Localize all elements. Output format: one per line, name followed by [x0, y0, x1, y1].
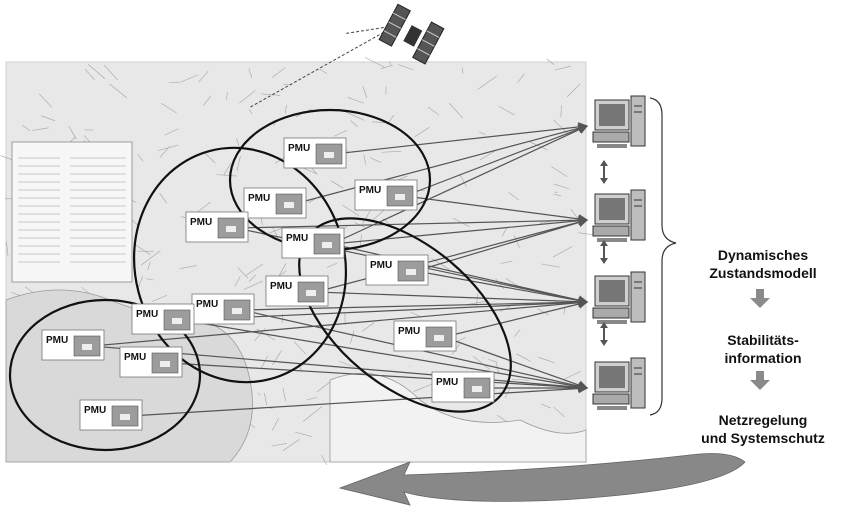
- computer-cluster: [592, 95, 646, 410]
- pmu-box: PMU: [393, 320, 457, 352]
- map-legend: [11, 141, 133, 283]
- computer-icon: [592, 95, 646, 148]
- pmu-label: PMU: [248, 193, 270, 204]
- pmu-box: PMU: [431, 371, 495, 403]
- pmu-label: PMU: [370, 260, 392, 271]
- pmu-label: PMU: [359, 185, 381, 196]
- computer-icon: [592, 189, 646, 242]
- pmu-label: PMU: [288, 143, 310, 154]
- pmu-label: PMU: [190, 217, 212, 228]
- pmu-box: PMU: [41, 329, 105, 361]
- pmu-box: PMU: [191, 293, 255, 325]
- flow-step-dynamic-model: Dynamisches Zustandsmodell: [688, 246, 838, 282]
- pmu-label: PMU: [196, 299, 218, 310]
- pmu-label: PMU: [84, 405, 106, 416]
- flow-step1-line1: Dynamisches: [717, 247, 809, 263]
- satellite-icon: [250, 3, 445, 108]
- pmu-box: PMU: [354, 179, 418, 211]
- flow-step3-line1: Netzregelung: [718, 412, 808, 428]
- pmu-box: PMU: [131, 303, 195, 335]
- pmu-group: PMU PMU PMU PMU PMU PMU PMU PMU PMU PMU PMU PMU PMU P…: [41, 137, 495, 431]
- region-ellipse-west: [8, 298, 202, 452]
- pmu-label: PMU: [270, 281, 292, 292]
- computer-icon: [592, 357, 646, 410]
- pmu-label: PMU: [436, 377, 458, 388]
- pmu-box: PMU: [243, 187, 307, 219]
- flow-step2-line2: information: [724, 350, 802, 366]
- data-links: [91, 122, 589, 417]
- pmu-label: PMU: [124, 352, 146, 363]
- pmu-box: PMU: [281, 227, 345, 259]
- flow-step2-line1: Stabilitäts-: [727, 332, 799, 348]
- double-arrow-icon: [600, 160, 608, 346]
- curved-return-arrow-icon: [338, 453, 746, 506]
- pmu-label: PMU: [46, 335, 68, 346]
- down-arrow-icon: [750, 289, 770, 390]
- pmu-box: PMU: [265, 275, 329, 307]
- flow-step1-line2: Zustandsmodell: [709, 265, 817, 281]
- pmu-box: PMU: [185, 211, 249, 243]
- pmu-label: PMU: [398, 326, 420, 337]
- computer-icon: [592, 271, 646, 324]
- flow-step-stability: Stabilitäts- information: [688, 331, 838, 367]
- brace: [649, 97, 677, 416]
- flow-step-control: Netzregelung und Systemschutz: [680, 411, 846, 447]
- pmu-label: PMU: [136, 309, 158, 320]
- pmu-box: PMU: [119, 346, 183, 378]
- pmu-box: PMU: [283, 137, 347, 169]
- flow-step3-line2: und Systemschutz: [701, 430, 825, 446]
- pmu-box: PMU: [79, 399, 143, 431]
- pmu-box: PMU: [365, 254, 429, 286]
- pmu-label: PMU: [286, 233, 308, 244]
